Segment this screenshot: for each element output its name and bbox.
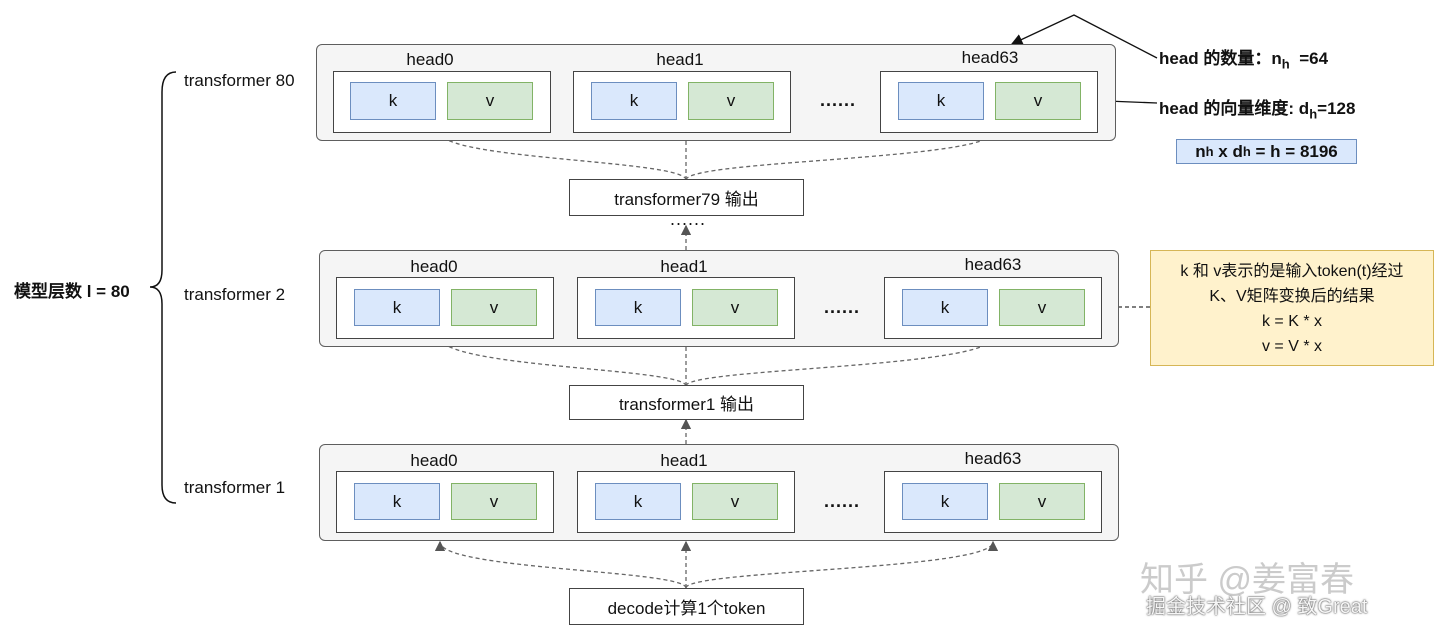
head-label: head1 <box>656 50 704 69</box>
model-layers-label: 模型层数 l = 80 <box>14 282 130 301</box>
head-label: head63 <box>964 449 1022 468</box>
heads-ellipsis: ...... <box>824 491 861 511</box>
head-dim-d: d <box>1298 99 1310 118</box>
v-cell: v <box>999 289 1085 326</box>
v-cell: v <box>692 483 778 520</box>
formula-d: d <box>1232 141 1243 161</box>
head-label: head0 <box>406 50 454 69</box>
zhihu-watermark: 知乎 @姜富春 <box>1140 561 1354 599</box>
head-dim-sub: h <box>1309 106 1318 122</box>
formula-n-sub: h <box>1205 144 1214 159</box>
k-cell: k <box>898 82 984 120</box>
k-cell: k <box>354 483 440 520</box>
formula-x: x <box>1213 141 1233 161</box>
head-count-note: head 的数量：nh =64 <box>1159 44 1328 71</box>
head-count-n: n <box>1271 49 1282 68</box>
arrow-t79out-head63 <box>685 130 999 181</box>
k-cell: k <box>591 82 677 120</box>
head-count-pointer <box>1010 14 1158 59</box>
juejin-watermark: 掘金技术社区 @ 致Great <box>1146 596 1368 618</box>
v-cell: v <box>999 483 1085 520</box>
head-count-prefix: head 的数量： <box>1159 49 1272 68</box>
head-count-value: =64 <box>1299 49 1329 68</box>
decode-token-box: decode计算1个token <box>569 588 804 625</box>
arrow-t1out-head0 <box>434 335 687 387</box>
between-layers-ellipsis: ...... <box>670 209 707 229</box>
head-dim-note: head 的向量维度: dh=128 <box>1159 94 1355 121</box>
layer-label-t1: transformer 1 <box>184 478 286 497</box>
arrow-t79out-head0 <box>434 130 687 181</box>
kv-explanation-callout: k 和 v表示的是输入token(t)经过 K、V矩阵变换后的结果 k = K … <box>1150 250 1434 366</box>
transformer1-output-box: transformer1 输出 <box>569 385 804 420</box>
callout-line: v = V * x <box>1261 338 1323 355</box>
layer-label-t2: transformer 2 <box>184 285 286 304</box>
k-cell: k <box>902 483 988 520</box>
head-dim-value: =128 <box>1317 99 1356 118</box>
callout-line: k = K * x <box>1261 313 1323 330</box>
heads-ellipsis: ...... <box>824 297 861 317</box>
v-cell: v <box>451 483 537 520</box>
v-cell: v <box>447 82 533 120</box>
k-cell: k <box>350 82 436 120</box>
v-cell: v <box>688 82 774 120</box>
v-cell: v <box>692 289 778 326</box>
k-cell: k <box>354 289 440 326</box>
v-cell: v <box>995 82 1081 120</box>
head-count-sub: h <box>1281 56 1290 72</box>
layer-count-brace <box>149 71 177 504</box>
head-label: head63 <box>961 48 1019 67</box>
v-cell: v <box>451 289 537 326</box>
formula-n: n <box>1195 141 1206 161</box>
k-cell: k <box>595 289 681 326</box>
head-label: head1 <box>660 257 708 276</box>
callout-line: K、V矩阵变换后的结果 <box>1209 288 1375 305</box>
head-label: head63 <box>964 255 1022 274</box>
head-label: head1 <box>660 451 708 470</box>
arrow-decode-head63 <box>685 540 999 589</box>
head-label: head0 <box>410 257 458 276</box>
head-dim-prefix: head 的向量维度: <box>1159 99 1299 118</box>
formula-rest: = h = 8196 <box>1250 141 1338 161</box>
layer-label-t80: transformer 80 <box>184 71 295 90</box>
arrow-t1out-head63 <box>685 335 999 387</box>
formula-d-sub: h <box>1242 144 1251 159</box>
callout-line: k 和 v表示的是输入token(t)经过 <box>1180 263 1404 280</box>
arrow-decode-head0 <box>434 540 687 589</box>
transformer79-output-box: transformer79 输出 <box>569 179 804 216</box>
k-cell: k <box>902 289 988 326</box>
heads-ellipsis: ...... <box>820 90 857 110</box>
k-cell: k <box>595 483 681 520</box>
head-label: head0 <box>410 451 458 470</box>
